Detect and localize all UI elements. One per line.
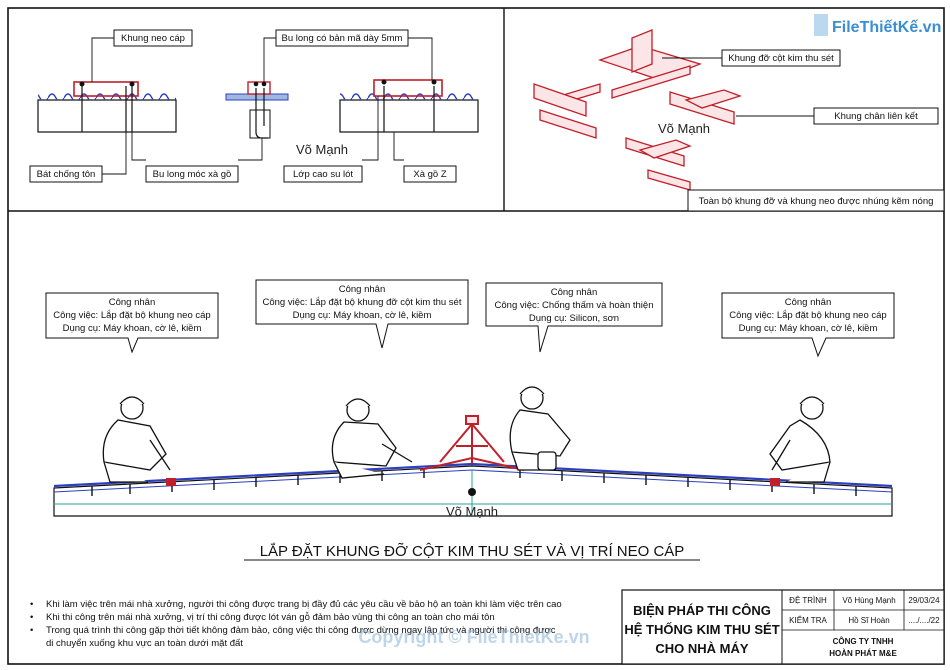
callout-worker-2 — [255, 279, 469, 349]
author-main: Võ Mạnh — [446, 504, 498, 519]
watermark-logo-text: FileThiếtKế.vn — [832, 19, 941, 36]
author-left: Võ Mạnh — [296, 142, 348, 157]
kiem-tra-date: ..../..../22 — [908, 616, 940, 625]
note-galvanized: Toàn bộ khung đỡ và khung neo được nhúng… — [699, 196, 934, 207]
notes-list: • Khi làm việc trên mái nhà xưởng, người… — [30, 599, 562, 649]
svg-text:•: • — [30, 625, 33, 636]
worker-4-task: Công việc: Lắp đặt bộ khung neo cáp — [729, 310, 886, 321]
purlin-block-1 — [37, 99, 177, 133]
label-bu-long-ban-ma: Bu long có bản mã dày 5mm — [282, 33, 403, 44]
svg-text:•: • — [30, 612, 33, 623]
detail-left: Khung neo cáp Bu long có bản mã dày 5mm … — [29, 29, 479, 183]
callout-worker-4 — [721, 292, 895, 358]
worker-figure-3 — [509, 386, 571, 471]
roof-section — [53, 462, 893, 517]
de-trinh-name: Võ Hùng Mạnh — [842, 596, 895, 605]
worker-2-tools: Dụng cụ: Máy khoan, cờ lê, kiềm — [293, 310, 432, 321]
worker-figure-4 — [769, 396, 831, 483]
worker-1-tools: Dụng cụ: Máy khoan, cờ lê, kiềm — [63, 323, 202, 334]
anchor-frame-1 — [73, 81, 139, 97]
note-4: di chuyển xuống khu vực an toàn dưới mặt… — [46, 638, 243, 649]
callout-worker-3 — [485, 282, 663, 353]
title-block-line1: BIỆN PHÁP THI CÔNG — [633, 603, 771, 618]
note-3: Trong quá trình thi công gặp thời tiết k… — [46, 625, 556, 636]
label-bat-chong-ton: Bát chống tôn — [37, 169, 96, 180]
author-right: Võ Mạnh — [658, 121, 710, 136]
company-line2: HOÀN PHÁT M&E — [829, 649, 897, 658]
label-lop-cao-su-lot: Lớp cao su lót — [293, 169, 353, 180]
purlin-block-2 — [339, 99, 479, 133]
worker-1-task: Công việc: Lắp đặt bộ khung neo cáp — [53, 310, 210, 321]
worker-4-title: Công nhân — [785, 297, 831, 308]
ridge-support-frame — [419, 415, 525, 471]
main-title: LẮP ĐẶT KHUNG ĐỠ CỘT KIM THU SÉT VÀ VỊ T… — [260, 542, 685, 560]
de-trinh-label: ĐỆ TRÌNH — [789, 596, 827, 605]
company-line1: CÔNG TY TNHH — [833, 637, 894, 646]
worker-3-title: Công nhân — [551, 287, 597, 298]
label-xa-go-z: Xà gồ Z — [413, 169, 446, 180]
label-khung-neo-cap: Khung neo cáp — [121, 33, 185, 44]
worker-figure-1 — [102, 396, 171, 483]
worker-2-task: Công việc: Lắp đặt bộ khung đỡ cột kim t… — [263, 297, 462, 308]
title-block-line3: CHO NHÀ MÁY — [655, 641, 748, 656]
svg-text:•: • — [30, 599, 33, 610]
roof-sheet-2 — [340, 92, 478, 102]
label-khung-chan-lien-ket: Khung chân liên kết — [834, 111, 918, 122]
kiem-tra-name: Hồ Sĩ Hoàn — [848, 616, 889, 625]
callout-worker-1 — [45, 292, 219, 354]
detail-right — [533, 29, 742, 191]
worker-2-title: Công nhân — [339, 284, 385, 295]
detail-right-labels: Khung đỡ cột kim thu sét Khung chân liên… — [658, 49, 945, 212]
note-1: Khi làm việc trên mái nhà xưởng, người t… — [46, 599, 562, 610]
note-2: Khi thi công trên mái nhà xưởng, vị trí … — [46, 612, 495, 623]
worker-3-tools: Dụng cụ: Silicon, sơn — [529, 313, 619, 324]
label-bu-long-moc-xa-go: Bu long móc xà gồ — [153, 169, 232, 180]
de-trinh-date: 29/03/24 — [908, 596, 940, 605]
sheet-border — [7, 7, 945, 665]
worker-figure-2 — [331, 398, 413, 479]
anchor-frame-2 — [373, 79, 443, 97]
worker-1-title: Công nhân — [109, 297, 155, 308]
roof-sheet-1 — [38, 92, 176, 102]
worker-3-task: Công việc: Chống thấm và hoàn thiện — [495, 300, 654, 311]
title-block: BIỆN PHÁP THI CÔNG HỆ THỐNG KIM THU SÉT … — [621, 589, 945, 665]
kiem-tra-label: KIỂM TRA — [789, 616, 827, 625]
title-block-line2: HỆ THỐNG KIM THU SÉT — [624, 622, 779, 637]
worker-4-tools: Dụng cụ: Máy khoan, cờ lê, kiềm — [739, 323, 878, 334]
worker-callouts: Công nhân Công việc: Lắp đặt bộ khung ne… — [45, 279, 895, 358]
watermark-logo: FileThiếtKế.vn — [814, 14, 941, 36]
label-khung-do-cot: Khung đỡ cột kim thu sét — [728, 53, 834, 64]
watermark-copyright: Copyright © FileThietKe.vn — [358, 627, 589, 647]
